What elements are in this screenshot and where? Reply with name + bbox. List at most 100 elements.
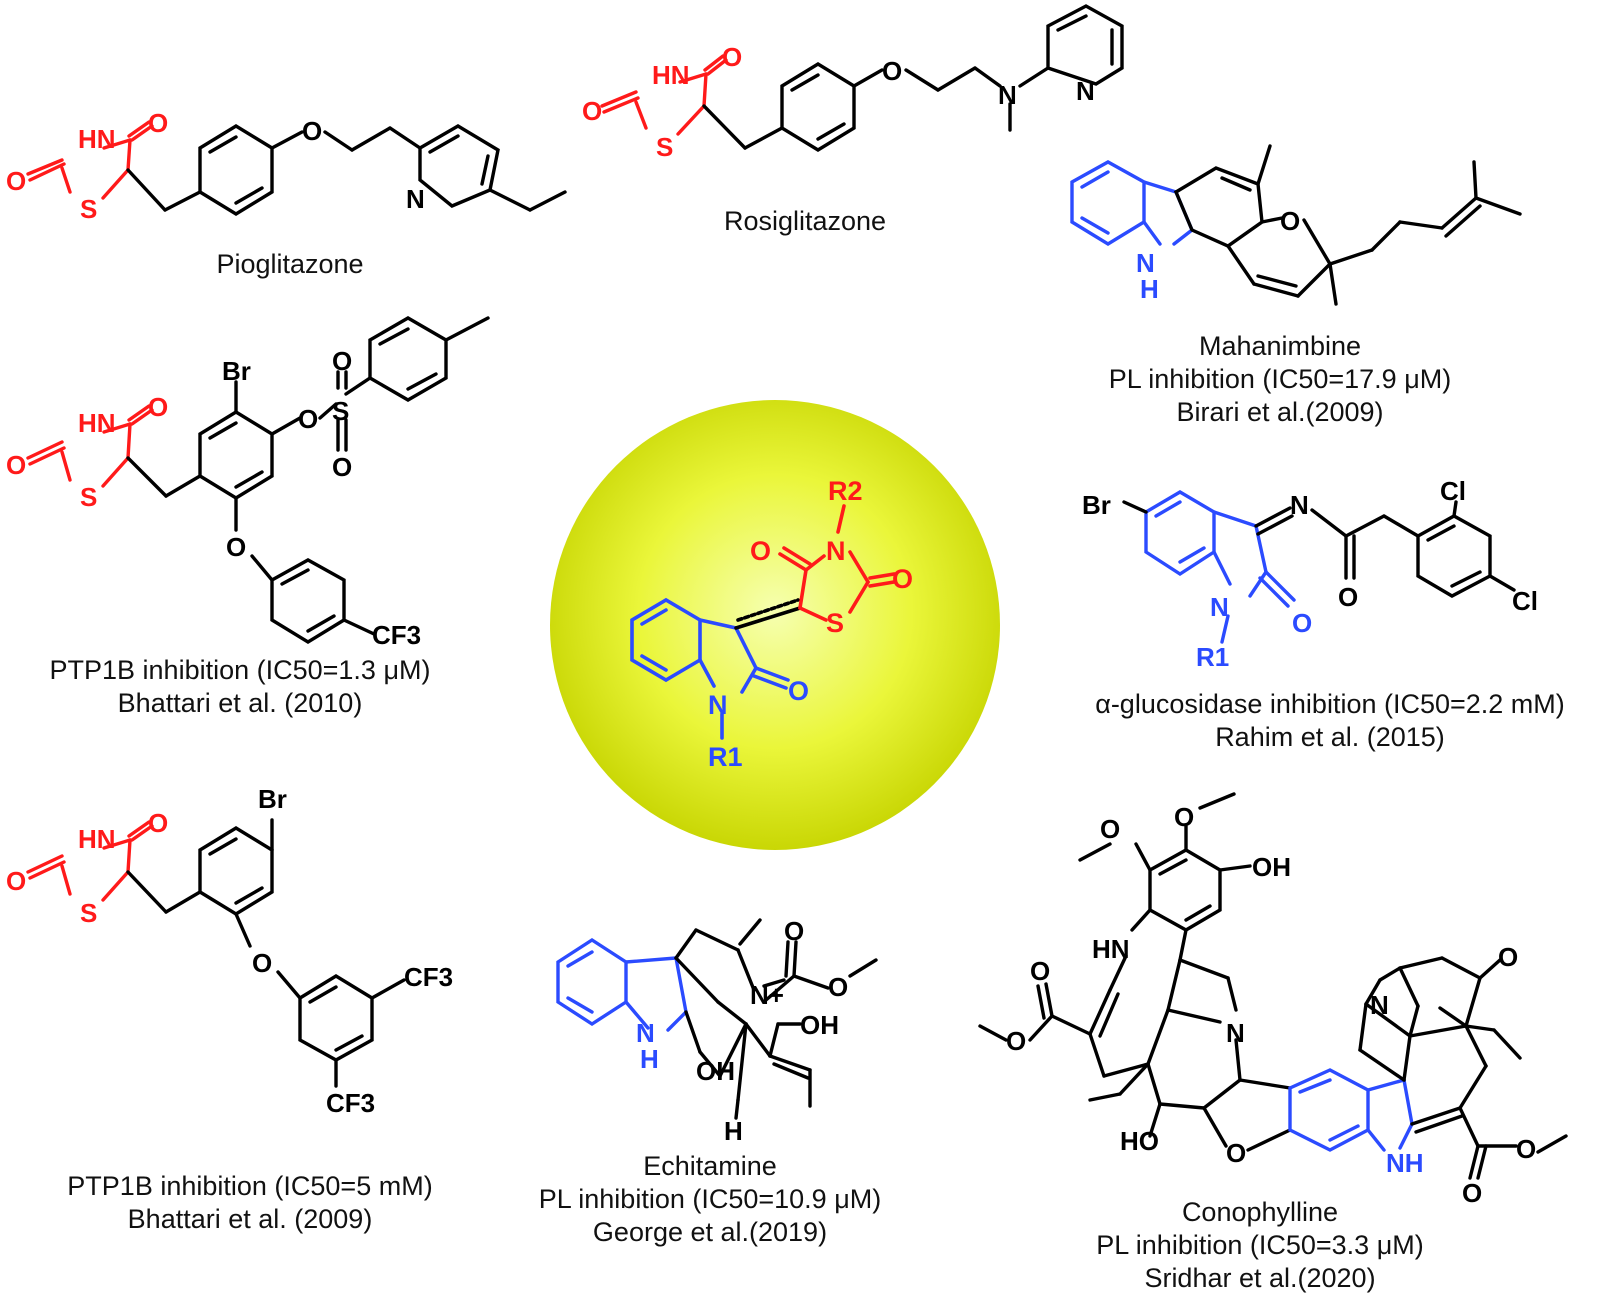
mahanimbine-structure: N H O [1070, 144, 1522, 306]
atom-s: S [826, 608, 844, 638]
compound-name: Mahanimbine [1198, 331, 1362, 361]
compound-name: Echitamine [643, 1151, 777, 1181]
atom-oh: OH [696, 1056, 735, 1086]
caption-pioglitazone: Pioglitazone [180, 248, 400, 281]
atom-cf3: CF3 [404, 962, 453, 992]
atom-o: O [1226, 1138, 1246, 1168]
atom-o: O [828, 972, 848, 1002]
atom-n: N [1226, 1018, 1245, 1048]
atom-n: N [1210, 592, 1229, 622]
ptp1b-2010-structure: HN O O S Br O S O O O CF3 [6, 316, 490, 650]
atom-oh: OH [800, 1010, 839, 1040]
atom-n: N [1370, 990, 1389, 1020]
atom-o: O [1174, 802, 1194, 832]
atom-h: H [640, 1044, 659, 1074]
atom-o: O [1292, 608, 1312, 638]
atom-hn: HN [652, 60, 690, 90]
rosiglitazone-structure: HN O O S O N N [582, 4, 1124, 162]
atom-o: O [892, 564, 913, 594]
atom-s: S [80, 898, 97, 928]
atom-o: O [332, 346, 352, 376]
atom-o: O [722, 42, 742, 72]
atom-o: O [226, 532, 246, 562]
central-sphere [550, 400, 1000, 850]
atom-s: S [80, 194, 97, 224]
atom-n: N [708, 690, 728, 720]
atom-o: O [148, 808, 168, 838]
compound-activity: PL inhibition (IC50=17.9 μM) [1108, 364, 1452, 394]
caption-ptp1b-2009: PTP1B inhibition (IC50=5 mM) Bhattari et… [30, 1170, 470, 1236]
atom-o: O [1462, 1178, 1482, 1208]
atom-cf3: CF3 [372, 620, 421, 650]
caption-alpha-glucosidase: α-glucosidase inhibition (IC50=2.2 mM) R… [1070, 688, 1590, 754]
caption-conophylline: Conophylline PL inhibition (IC50=3.3 μM)… [1060, 1196, 1460, 1295]
compound-name: Conophylline [1181, 1197, 1339, 1227]
atom-r2: R2 [828, 476, 863, 506]
atom-n: N [1290, 490, 1309, 520]
compound-activity: PTP1B inhibition (IC50=1.3 μM) [49, 655, 431, 685]
atom-o: O [1498, 942, 1518, 972]
compound-activity: PTP1B inhibition (IC50=5 mM) [67, 1171, 433, 1201]
caption-echitamine: Echitamine PL inhibition (IC50=10.9 μM) … [500, 1150, 920, 1249]
atom-cl: Cl [1440, 476, 1466, 506]
atom-n: N [636, 1018, 655, 1048]
atom-o: O [882, 56, 902, 86]
atom-o: O [582, 96, 602, 126]
atom-cf3: CF3 [326, 1088, 375, 1118]
atom-o: O [1006, 1026, 1026, 1056]
compound-activity: PL inhibition (IC50=10.9 μM) [538, 1184, 882, 1214]
atom-nh: NH [1386, 1148, 1424, 1178]
atom-o: O [6, 166, 26, 196]
atom-hn: HN [1092, 934, 1130, 964]
atom-s: S [332, 396, 349, 426]
conophylline-structure: O O OH HN N O O HO O NH N O O O [978, 792, 1568, 1208]
atom-o: O [1030, 956, 1050, 986]
compound-name: Pioglitazone [216, 249, 364, 279]
atom-o: O [1516, 1134, 1536, 1164]
atom-r1: R1 [1196, 642, 1229, 672]
atom-n-plus: N+ [750, 980, 784, 1010]
atom-n: N [998, 80, 1017, 110]
compound-activity: PL inhibition (IC50=3.3 μM) [1096, 1230, 1424, 1260]
atom-o: O [1338, 582, 1358, 612]
atom-o: O [332, 452, 352, 482]
atom-oh: OH [1252, 852, 1291, 882]
atom-cl: Cl [1512, 586, 1538, 616]
atom-o: O [788, 676, 809, 706]
atom-o: O [1100, 814, 1120, 844]
atom-o: O [6, 450, 26, 480]
atom-n: N [406, 184, 425, 214]
atom-h: H [1140, 274, 1159, 304]
atom-s: S [656, 132, 673, 162]
compound-reference: Bhattari et al. (2010) [117, 688, 363, 718]
compound-activity: α-glucosidase inhibition (IC50=2.2 mM) [1095, 689, 1565, 719]
compound-reference: Sridhar et al.(2020) [1144, 1263, 1376, 1293]
atom-br: Br [222, 356, 251, 386]
atom-s: S [80, 482, 97, 512]
atom-o: O [148, 392, 168, 422]
atom-r1: R1 [708, 742, 743, 772]
atom-o: O [298, 404, 318, 434]
compound-reference: George et al.(2019) [592, 1217, 828, 1247]
atom-n: N [1076, 76, 1095, 106]
atom-o: O [302, 116, 322, 146]
atom-n: N [1136, 248, 1155, 278]
atom-o: O [750, 536, 771, 566]
atom-n: N [826, 536, 846, 566]
atom-o: O [784, 916, 804, 946]
caption-mahanimbine: Mahanimbine PL inhibition (IC50=17.9 μM)… [1080, 330, 1480, 429]
atom-o: O [148, 108, 168, 138]
caption-ptp1b-2010: PTP1B inhibition (IC50=1.3 μM) Bhattari … [20, 654, 460, 720]
atom-o: O [1280, 206, 1300, 236]
atom-hn: HN [78, 408, 116, 438]
atom-br: Br [1082, 490, 1111, 520]
atom-hn: HN [78, 824, 116, 854]
compound-reference: Rahim et al. (2015) [1215, 722, 1445, 752]
compound-reference: Bhattari et al. (2009) [127, 1204, 373, 1234]
atom-o: O [6, 866, 26, 896]
atom-hn: HN [78, 124, 116, 154]
atom-ho: HO [1120, 1126, 1159, 1156]
compound-name: Rosiglitazone [723, 206, 887, 236]
atom-h: H [724, 1116, 743, 1146]
